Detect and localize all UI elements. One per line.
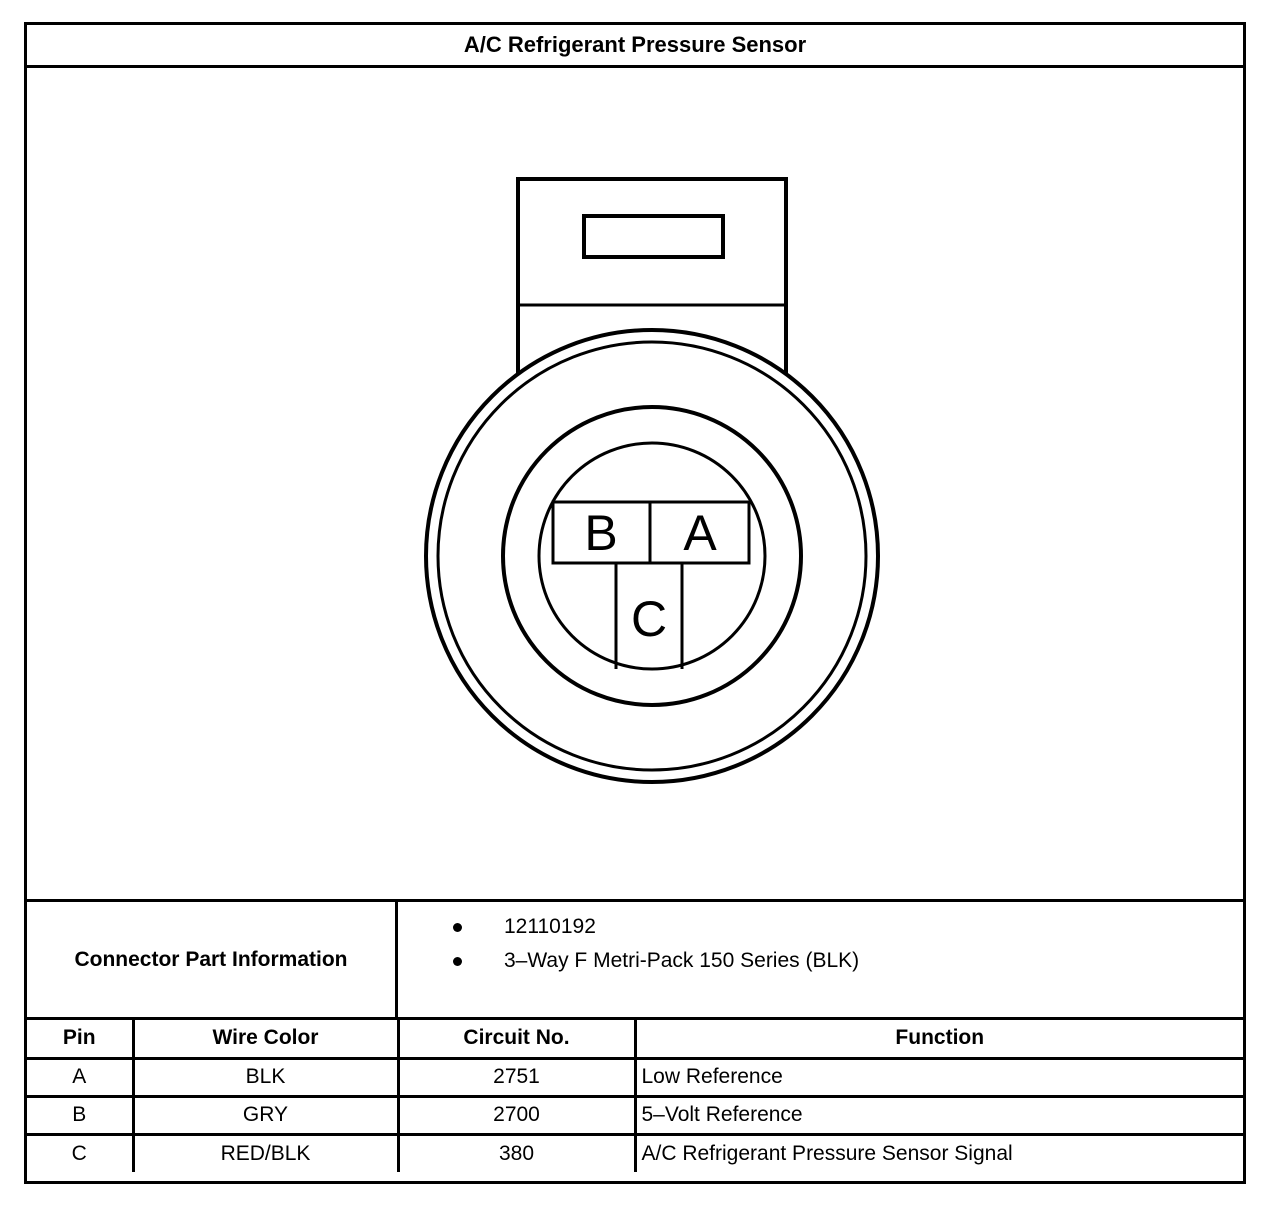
cell-function: A/C Refrigerant Pressure Sensor Signal xyxy=(641,1141,1013,1165)
cell-pin: A xyxy=(27,1058,135,1098)
pin-a-label: A xyxy=(683,505,717,561)
connector-latch-slot xyxy=(582,214,725,259)
header-pin: Pin xyxy=(27,1020,135,1060)
pin-table: Pin Wire Color Circuit No. Function A BL… xyxy=(27,1020,1243,1172)
cell-wire-color: BLK xyxy=(133,1058,400,1098)
pin-a-cavity xyxy=(648,500,751,565)
connector-diagram: B A C xyxy=(27,68,1243,902)
table-row: C RED/BLK 380 A/C Refrigerant Pressure S… xyxy=(27,1134,1243,1172)
cell-circuit-no: 2700 xyxy=(398,1096,637,1136)
table-row: A BLK 2751 Low Reference xyxy=(27,1058,1243,1098)
cell-wire-color: GRY xyxy=(133,1096,400,1136)
cell-wire-color: RED/BLK xyxy=(133,1134,400,1172)
header-function: Function xyxy=(635,1020,1243,1060)
table-row: B GRY 2700 5–Volt Reference xyxy=(27,1096,1243,1136)
cell-function: Low Reference xyxy=(635,1058,1243,1098)
header-wire-color: Wire Color xyxy=(133,1020,400,1060)
connector-sheet: A/C Refrigerant Pressure Sensor B xyxy=(24,22,1246,1184)
connector-face-drawing: B A C xyxy=(424,177,880,784)
cell-function: 5–Volt Reference xyxy=(635,1096,1243,1136)
connector-outer-ring xyxy=(424,328,880,784)
connector-part-info: Connector Part Information 12110192 3–Wa… xyxy=(27,902,1243,1020)
bullet-icon xyxy=(453,923,462,932)
part-number: 12110192 xyxy=(504,915,596,938)
pin-c-label: C xyxy=(631,591,667,647)
cell-circuit-no: 2751 xyxy=(398,1058,637,1098)
connector-part-info-label: Connector Part Information xyxy=(27,902,398,1017)
pin-b-label: B xyxy=(584,505,617,561)
bullet-icon xyxy=(453,957,462,966)
connector-middle-ring xyxy=(501,405,803,707)
part-info-item: 12110192 xyxy=(398,910,859,944)
cell-pin: C xyxy=(27,1134,135,1172)
connector-inner-ring xyxy=(537,441,767,671)
header-circuit-no: Circuit No. xyxy=(398,1020,637,1060)
part-info-item: 3–Way F Metri-Pack 150 Series (BLK) xyxy=(398,944,859,978)
connector-part-info-list: 12110192 3–Way F Metri-Pack 150 Series (… xyxy=(398,910,859,978)
pin-table-header: Pin Wire Color Circuit No. Function xyxy=(27,1020,1243,1060)
page-title: A/C Refrigerant Pressure Sensor xyxy=(27,25,1243,68)
cell-pin: B xyxy=(27,1096,135,1136)
connector-second-ring xyxy=(436,340,868,772)
cell-circuit-no: 380 xyxy=(398,1134,637,1172)
connector-description: 3–Way F Metri-Pack 150 Series (BLK) xyxy=(504,949,860,972)
